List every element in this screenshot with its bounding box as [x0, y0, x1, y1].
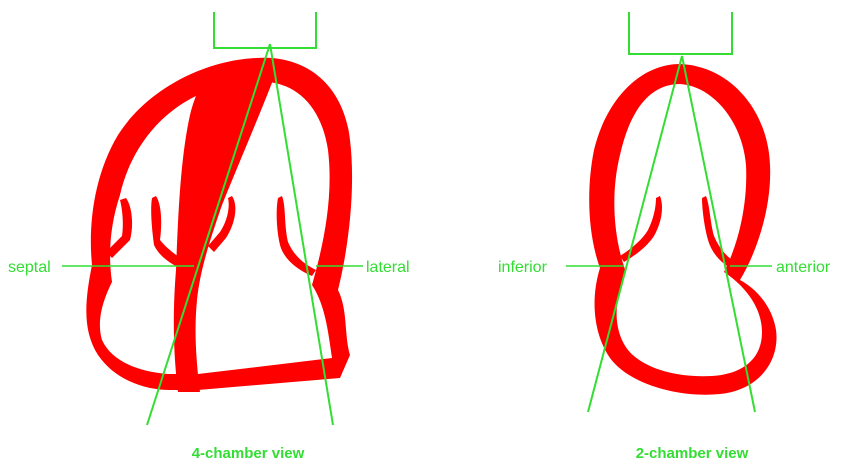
- lateral-label: lateral: [366, 259, 410, 276]
- two-chamber-view: inferior anterior 2-chamber view: [498, 12, 831, 462]
- inferior-label: inferior: [498, 259, 548, 276]
- transducer-probe-2ch: [629, 12, 732, 54]
- septal-label: septal: [8, 259, 51, 276]
- left-ventricle-wall-2ch: [589, 64, 776, 395]
- four-chamber-view: septal lateral 4-chamber view: [8, 12, 410, 462]
- four-chamber-caption: 4-chamber view: [192, 445, 305, 462]
- anterior-label: anterior: [776, 259, 831, 276]
- transducer-probe-4ch: [214, 12, 316, 48]
- inferior-leaflet-2ch: [620, 196, 662, 262]
- two-chamber-caption: 2-chamber view: [636, 445, 749, 462]
